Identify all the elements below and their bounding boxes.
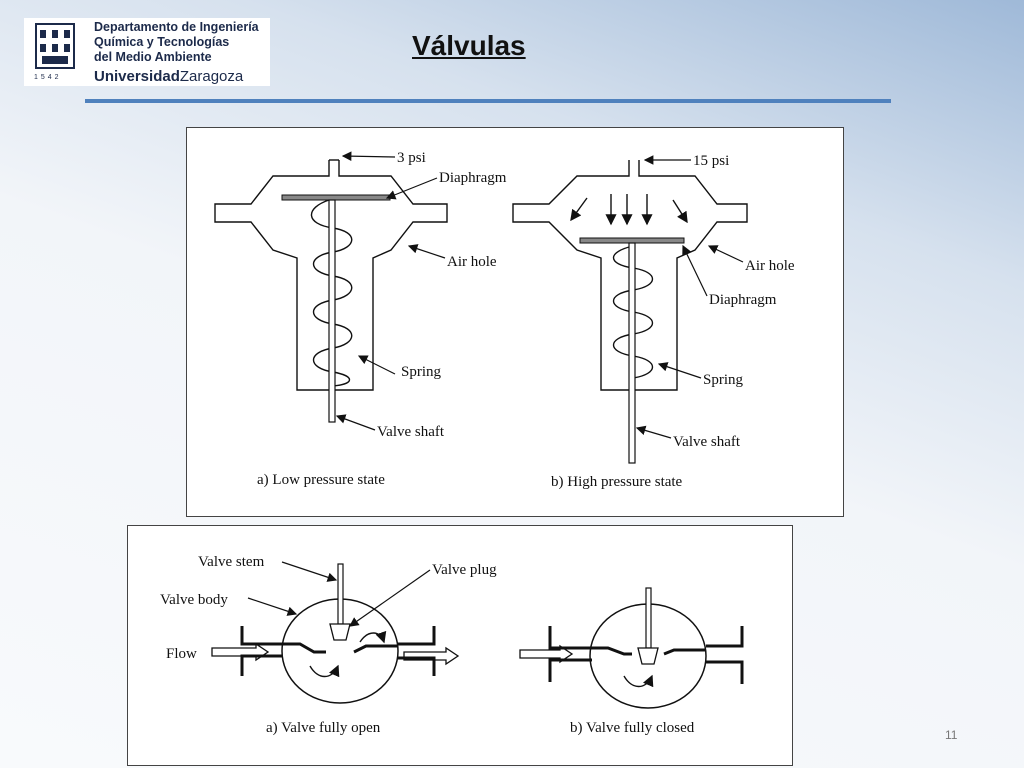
label-diaphragm-a: Diaphragm <box>439 170 507 186</box>
label-spring-b: Spring <box>703 372 744 388</box>
caption-high-pressure: b) High pressure state <box>551 474 683 490</box>
caption-valve-fully-closed: b) Valve fully closed <box>570 720 695 736</box>
actuator-a-valve-shaft <box>328 199 336 423</box>
university-name: UniversidadZaragoza <box>94 68 243 85</box>
label-valve-shaft-a: Valve shaft <box>377 424 445 440</box>
university-logo: 1542 Departamento de Ingeniería Química … <box>24 18 270 86</box>
actuator-diagram-panel: 3 psi Diaphragm Air hole Spring Valve sh… <box>186 127 844 517</box>
label-air-hole-a: Air hole <box>447 254 497 270</box>
valve-b <box>548 587 744 709</box>
label-valve-plug: Valve plug <box>432 562 497 578</box>
flow-in-arrow-a <box>211 642 270 662</box>
label-valve-shaft-b: Valve shaft <box>673 434 741 450</box>
actuator-b-valve-shaft <box>628 242 636 464</box>
label-flow: Flow <box>166 646 197 662</box>
page-number: 11 <box>945 728 958 742</box>
label-valve-body: Valve body <box>160 592 228 608</box>
university-name-city: Zaragoza <box>179 68 244 85</box>
label-valve-stem: Valve stem <box>198 554 265 570</box>
actuator-a-diaphragm <box>281 194 391 201</box>
flow-out-arrow-a <box>403 646 460 666</box>
logo-year: 1542 <box>34 74 62 81</box>
actuator-diagram: 3 psi Diaphragm Air hole Spring Valve sh… <box>214 150 795 490</box>
valve-a <box>240 563 436 704</box>
label-3-psi: 3 psi <box>397 150 426 166</box>
department-line-3: del Medio Ambiente <box>94 50 212 64</box>
caption-valve-fully-open: a) Valve fully open <box>266 720 381 736</box>
label-spring-a: Spring <box>401 364 442 380</box>
actuator-b-diaphragm <box>579 237 685 244</box>
slide-title: Válvulas <box>412 30 526 61</box>
university-crest-icon <box>35 23 75 69</box>
label-15-psi: 15 psi <box>693 153 729 169</box>
university-name-bold: Universidad <box>94 68 180 85</box>
department-line-1: Departamento de Ingeniería <box>94 20 259 34</box>
actuator-b-housing <box>512 160 748 391</box>
caption-low-pressure: a) Low pressure state <box>257 472 385 488</box>
valve-body-diagram: Valve stem Valve plug Valve body Flow a)… <box>160 554 744 736</box>
label-diaphragm-b: Diaphragm <box>709 292 777 308</box>
valve-body-diagram-panel: Valve stem Valve plug Valve body Flow a)… <box>127 525 793 766</box>
valve-plug-b <box>637 647 659 665</box>
label-air-hole-b: Air hole <box>745 258 795 274</box>
valve-plug-a <box>329 623 351 641</box>
pressure-arrows-b <box>570 194 688 226</box>
department-line-2: Química y Tecnologías <box>94 35 230 49</box>
department-name: Departamento de Ingeniería Química y Tec… <box>94 20 259 65</box>
title-underline-rule <box>85 99 891 103</box>
